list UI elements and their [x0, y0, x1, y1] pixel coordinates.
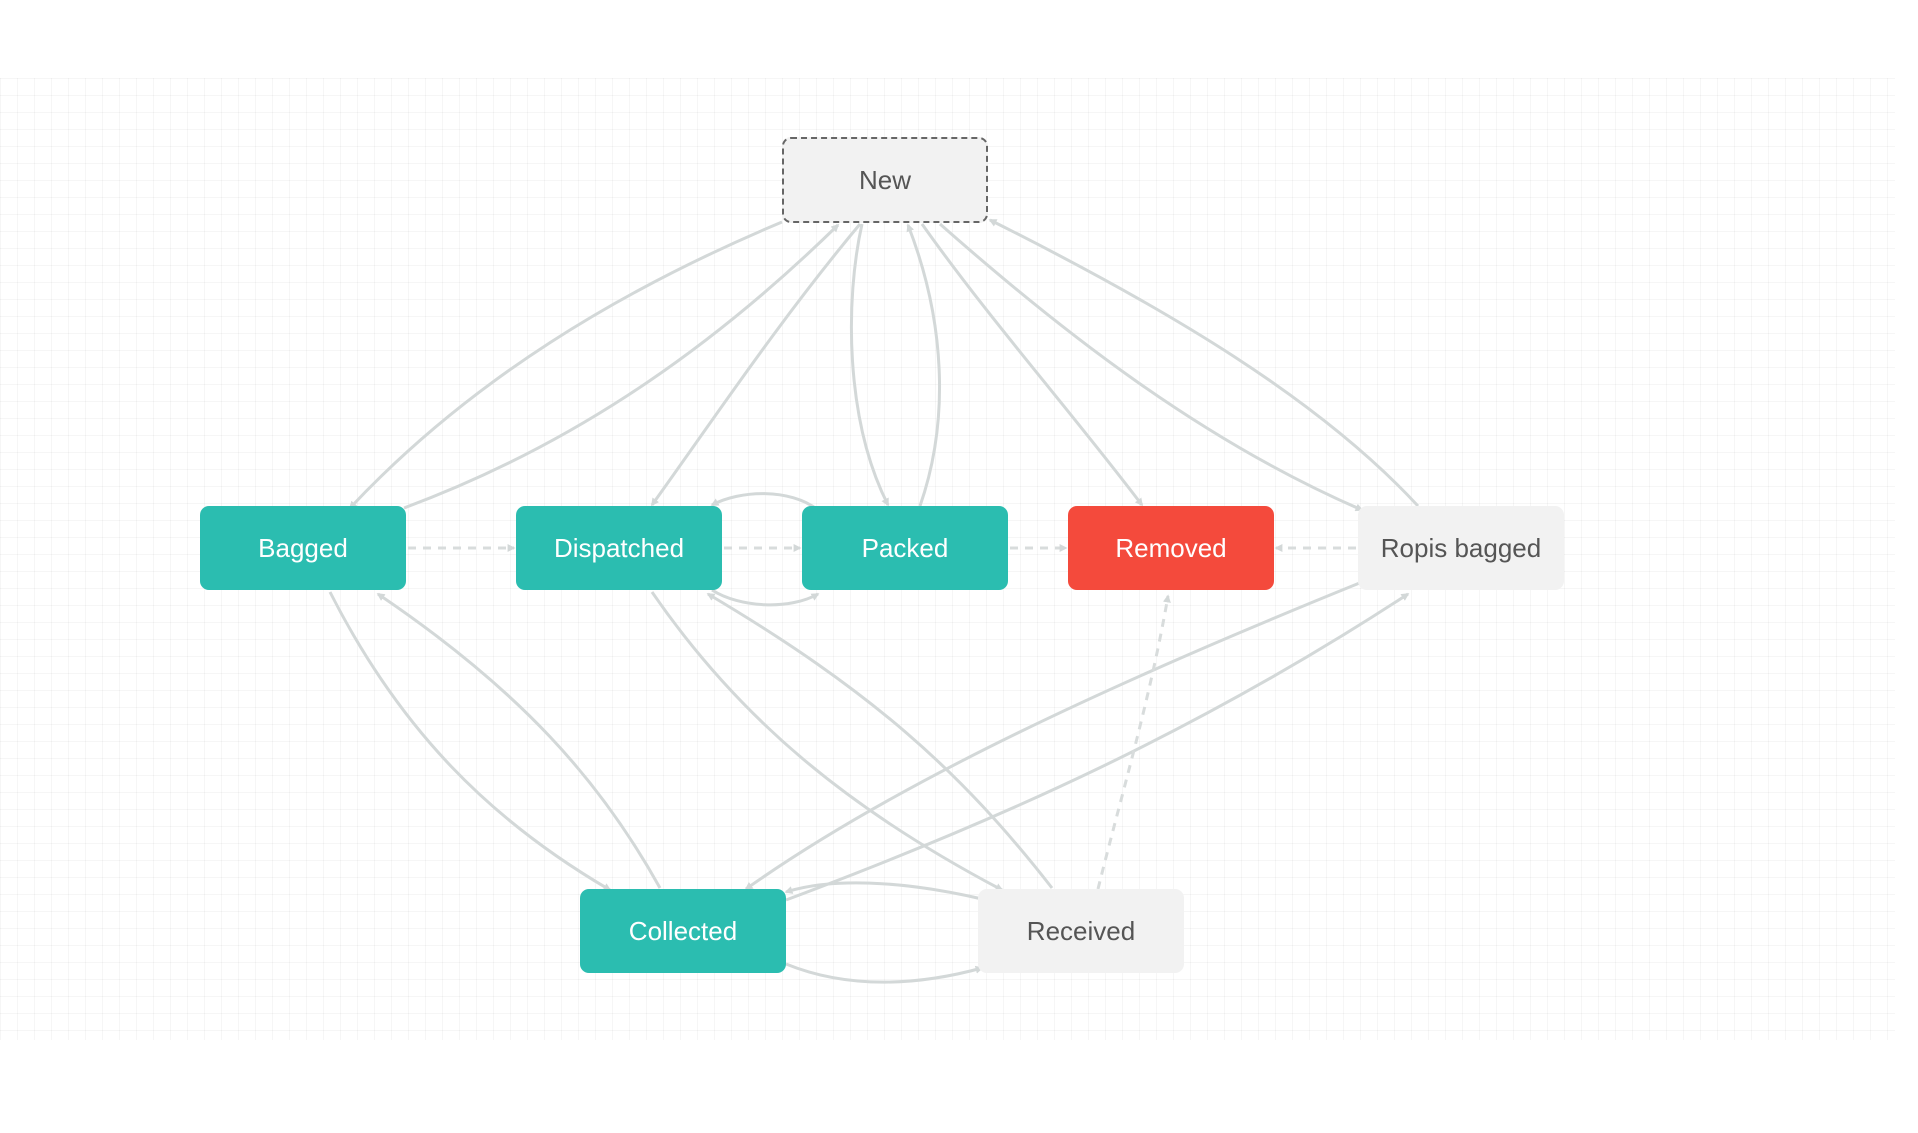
edge-bagged-to-new	[403, 223, 840, 510]
edge-new-to-removed	[920, 223, 1144, 507]
edge-ropis-bagged-to-new	[988, 218, 1420, 508]
edge-dispatched-to-packed	[711, 588, 820, 607]
node-received-label: Received	[1026, 915, 1136, 946]
edge-received-to-removed	[1096, 594, 1171, 890]
node-dispatched[interactable]: Dispatched	[516, 506, 722, 590]
node-collected-label: Collected	[628, 915, 738, 946]
edge-collected-to-bagged	[376, 592, 662, 889]
node-removed[interactable]: Removed	[1068, 506, 1274, 590]
edge-collected-to-ropis-bagged	[785, 592, 1410, 902]
node-removed-label: Removed	[1115, 532, 1227, 563]
node-bagged[interactable]: Bagged	[200, 506, 406, 590]
node-collected[interactable]: Collected	[580, 889, 786, 973]
edge-bagged-to-collected	[328, 591, 612, 892]
edge-received-to-collected	[784, 881, 983, 901]
edge-received-to-dispatched	[706, 592, 1054, 889]
node-ropis-bagged[interactable]: Ropis bagged	[1358, 506, 1564, 590]
edge-dispatched-to-received	[650, 591, 1004, 892]
edge-new-to-packed	[849, 223, 890, 507]
node-received[interactable]: Received	[978, 889, 1184, 973]
edge-new-to-ropis-bagged	[939, 222, 1364, 512]
edge-packed-to-new	[906, 223, 942, 507]
node-packed[interactable]: Packed	[802, 506, 1008, 590]
node-bagged-label: Bagged	[258, 532, 348, 563]
node-dispatched-label: Dispatched	[553, 532, 685, 563]
node-new-label: New	[858, 164, 911, 195]
edge-new-to-bagged	[348, 220, 783, 510]
node-ropis-bagged-label: Ropis bagged	[1380, 532, 1542, 563]
edge-new-to-dispatched	[650, 223, 862, 507]
edge-ropis-bagged-to-collected	[744, 580, 1363, 891]
node-new[interactable]: New	[782, 137, 988, 223]
edge-collected-to-received	[785, 962, 984, 984]
node-packed-label: Packed	[861, 532, 949, 563]
edge-packed-to-dispatched	[710, 492, 819, 512]
